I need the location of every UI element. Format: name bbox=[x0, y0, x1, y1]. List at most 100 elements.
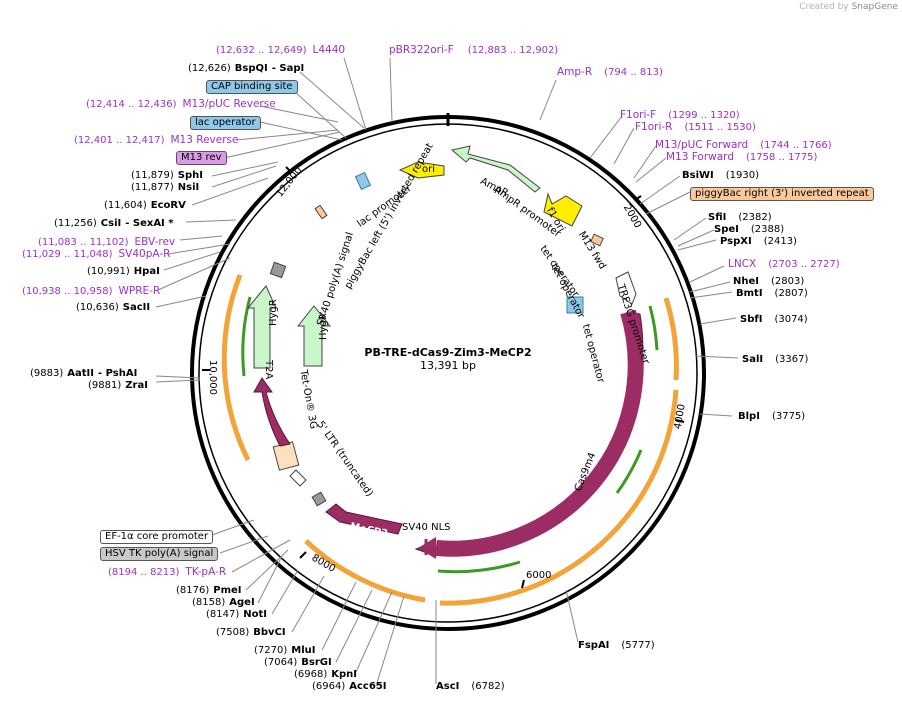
site-asci: AscI(6782) bbox=[436, 681, 505, 693]
site-bsrgi: (7064)BsrGI bbox=[264, 657, 332, 669]
primer-pbr322ori-f-coord: (12,883 .. 12,902) bbox=[467, 45, 559, 56]
credit-prefix: Created by bbox=[799, 2, 849, 12]
primer-m13-forward-coord: (1758 .. 1775) bbox=[745, 152, 818, 163]
site-noti-coord: (8147) bbox=[206, 609, 240, 620]
primer-wpre-r-name: WPRE-R bbox=[118, 285, 161, 297]
site-sacii-coord: (10,636) bbox=[76, 302, 119, 313]
site-sbfi-coord: (3074) bbox=[774, 314, 808, 325]
green-arc-right-lower bbox=[615, 449, 643, 494]
site-bsrgi-coord: (7064) bbox=[264, 657, 298, 668]
feature-label-hygr-1: HygR bbox=[268, 299, 279, 326]
site-noti-name: NotI bbox=[243, 609, 268, 620]
primer-amp-r-coord: (794 .. 813) bbox=[604, 67, 663, 78]
site-zrai-name: ZraI bbox=[125, 380, 148, 391]
site-pspxi-coord: (2413) bbox=[763, 236, 797, 247]
primer-pbr322ori-f: pBR322ori-F(12,883 .. 12,902) bbox=[389, 44, 558, 57]
primer-f1ori-f: F1ori-F(1299 .. 1320) bbox=[620, 109, 740, 122]
site-nhei-name: NheI bbox=[733, 276, 759, 287]
primer-l4440-name: L4440 bbox=[312, 44, 346, 56]
site-mlui-name: MluI bbox=[291, 645, 316, 656]
site-ecorv-coord: (11,604) bbox=[104, 200, 147, 211]
hygr-arrow-2 bbox=[296, 305, 332, 367]
site-bbvci: (7508)BbvCI bbox=[216, 627, 286, 639]
site-kpni-name: KpnI bbox=[331, 669, 358, 680]
primer-sv40pa-r-name: SV40pA-R bbox=[118, 248, 171, 260]
site-pspxi: PspXI (2413) bbox=[720, 236, 797, 248]
site-fspai: FspAI(5777) bbox=[578, 640, 655, 652]
site-sacii: (10,636)SacII bbox=[76, 302, 150, 314]
primer-lncx-coord: (2703 .. 2727) bbox=[768, 259, 840, 270]
feature-box-piggybac-right: piggyBac right (3') inverted repeat bbox=[690, 187, 874, 201]
site-bmti-name: BmtI bbox=[736, 288, 763, 299]
site-csii-extra: - SexAI * bbox=[125, 218, 174, 229]
primer-tk-pa-r-coord: (8194 .. 8213) bbox=[108, 567, 180, 578]
tick-label-4000: 4000 bbox=[673, 403, 688, 430]
site-zrai-coord: (9881) bbox=[88, 380, 122, 391]
site-bbvci-name: BbvCI bbox=[253, 627, 286, 638]
orange-arc-right bbox=[663, 297, 679, 381]
site-sali-coord: (3367) bbox=[775, 354, 809, 365]
site-ecorv: (11,604)EcoRV bbox=[104, 200, 186, 212]
primer-lncx: LNCX(2703 .. 2727) bbox=[728, 258, 840, 271]
primer-ebv-rev: (11,083 .. 11,102)EBV-rev bbox=[38, 236, 175, 249]
primer-sv40pa-r-coord: (11,029 .. 11,048) bbox=[22, 249, 113, 260]
primer-m13-puc-forward-name: M13/pUC Forward bbox=[655, 139, 749, 151]
primer-wpre-r: (10,938 .. 10,958)WPRE-R bbox=[22, 285, 160, 298]
site-noti: (8147)NotI bbox=[206, 609, 267, 621]
primer-amp-r: Amp-R(794 .. 813) bbox=[557, 66, 663, 79]
site-acc65i: (6964)Acc65I bbox=[312, 681, 387, 693]
feature-label-hygr-2: HygR bbox=[318, 313, 329, 340]
site-acc65i-name: Acc65I bbox=[349, 681, 387, 692]
ampr-arrow bbox=[450, 145, 541, 193]
site-spei: SpeI(2388) bbox=[714, 224, 784, 236]
site-fspai-name: FspAI bbox=[578, 640, 610, 651]
5ltr-arrow bbox=[289, 469, 307, 487]
primer-l4440-coord: (12,632 .. 12,649) bbox=[216, 45, 307, 56]
leader-lines bbox=[155, 57, 739, 687]
site-aatii-name: AatII bbox=[67, 368, 94, 379]
primer-l4440: (12,632 .. 12,649) L4440 bbox=[216, 44, 345, 57]
hygr-arrow-1 bbox=[246, 285, 277, 369]
site-agei-coord: (8158) bbox=[192, 597, 226, 608]
sv40-polya-mark bbox=[269, 261, 287, 279]
green-arc-bottom bbox=[437, 560, 521, 574]
tick-label-2000: 2000 bbox=[621, 203, 643, 231]
site-nsii: (11,877)NsiI bbox=[131, 182, 199, 194]
site-kpni: (6968)KpnI bbox=[294, 669, 357, 681]
lac-promoter-mark bbox=[354, 171, 372, 191]
primer-m13-forward: M13 Forward(1758 .. 1775) bbox=[666, 151, 817, 164]
site-sfii-coord: (2382) bbox=[738, 212, 772, 223]
primer-m13-reverse: (12,401 .. 12,417)M13 Reverse bbox=[74, 134, 238, 147]
site-spei-name: SpeI bbox=[714, 224, 739, 235]
site-csii-name: CsiI bbox=[100, 218, 122, 229]
site-nhei: NheI(2803) bbox=[733, 276, 804, 288]
primer-m13-reverse-coord: (12,401 .. 12,417) bbox=[74, 135, 165, 146]
site-blpi-coord: (3775) bbox=[771, 411, 806, 422]
plasmid-length: 13,391 bp bbox=[420, 359, 476, 372]
primer-tk-pa-r-name: TK-pA-R bbox=[185, 566, 227, 578]
green-arc-left bbox=[241, 296, 252, 377]
orange-arc-left bbox=[221, 274, 251, 462]
site-csii-coord: (11,256) bbox=[54, 218, 97, 229]
primer-tk-pa-r: (8194 .. 8213) TK-pA-R bbox=[108, 566, 226, 579]
site-bmti: BmtI(2807) bbox=[736, 288, 808, 300]
tet-operator-block bbox=[566, 296, 584, 314]
site-sphi-coord: (11,879) bbox=[131, 170, 174, 181]
site-bspqi-name: BspQI bbox=[234, 63, 268, 74]
site-bspqi-extra: - SapI bbox=[271, 63, 305, 74]
plasmid-name: PB-TRE-dCas9-Zim3-MeCP2 bbox=[364, 346, 531, 359]
tick-label-10000: 10,000 bbox=[207, 360, 218, 395]
site-hpai: (10,991)HpaI bbox=[87, 266, 160, 278]
feature-label-sv40-nls: SV40 NLS bbox=[402, 522, 451, 533]
site-pmei-name: PmeI bbox=[213, 585, 242, 596]
feature-label-t2a: T2A bbox=[263, 359, 274, 379]
site-pspxi-name: PspXI bbox=[720, 236, 752, 247]
feature-label-tet-operator-3: tet operator bbox=[580, 323, 606, 385]
primer-f1ori-r-name: F1ori-R bbox=[635, 121, 673, 133]
tre3g-promoter-arrow bbox=[615, 271, 637, 305]
site-hpai-coord: (10,991) bbox=[87, 266, 130, 277]
piggybac-left-mark bbox=[314, 204, 328, 220]
feature-box-cap-binding-site: CAP binding site bbox=[206, 80, 298, 94]
feature-label-5ltr: 5' LTR (truncated) bbox=[315, 419, 375, 499]
site-csii: (11,256)CsiI- SexAI * bbox=[54, 218, 174, 230]
